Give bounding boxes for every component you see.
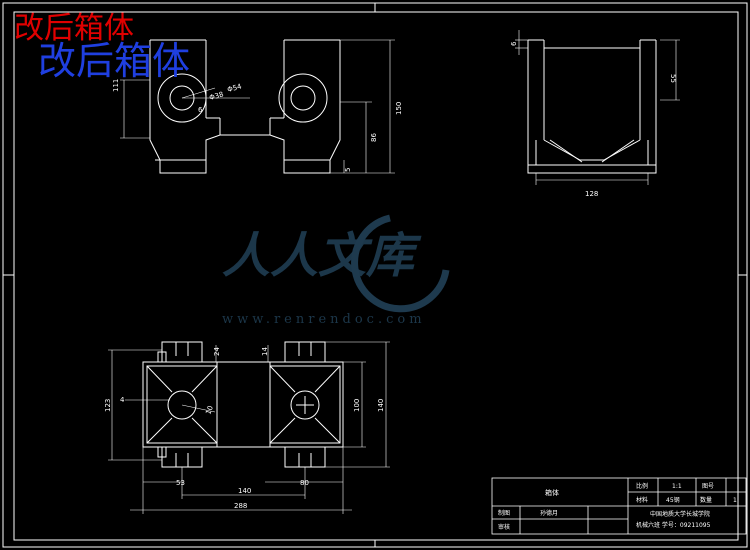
dim-side-6: 6 <box>510 41 518 46</box>
side-view <box>527 39 657 174</box>
dim-front-phi54: Φ54 <box>226 82 243 94</box>
dim-plan-140v: 140 <box>377 399 385 412</box>
dim-front-150: 150 <box>395 102 403 115</box>
title-block-school: 中国地质大学长城学院 <box>650 510 710 518</box>
front-view-dim-lines <box>120 39 395 174</box>
dim-front-111: 111 <box>112 79 120 92</box>
plan-view-dim-lines <box>108 341 390 514</box>
watermark-url: www.renrendoc.com <box>222 312 426 327</box>
dim-plan-123: 123 <box>104 399 112 412</box>
title-block-scale-label: 比例 <box>636 482 648 490</box>
dim-side-128: 128 <box>585 190 598 198</box>
watermark-brand: 人人文库 <box>222 228 415 284</box>
dim-side-55: 55 <box>669 74 677 83</box>
dim-plan-80: 80 <box>300 479 309 487</box>
title-block <box>491 477 747 535</box>
title-block-part-name: 箱体 <box>545 488 559 497</box>
dim-plan-288: 288 <box>234 502 247 510</box>
title-block-quantity-label: 数量 <box>700 496 712 504</box>
title-block-drawing-no-label: 图号 <box>702 483 714 490</box>
dim-plan-4: 4 <box>120 396 125 404</box>
title-block-drawn-value: 孙德月 <box>540 509 558 517</box>
watermark-logo <box>351 214 450 313</box>
title-block-checked-label: 审核 <box>498 523 510 531</box>
dim-front-6: 6 <box>198 106 203 114</box>
title-block-scale-value: 1:1 <box>672 483 682 490</box>
dim-plan-10: 10 <box>204 405 215 416</box>
dim-plan-53: 53 <box>176 479 185 487</box>
title-block-class-info: 机械六班 学号：09211095 <box>636 521 711 529</box>
title-block-material-value: 45钢 <box>666 496 680 504</box>
dim-plan-14: 14 <box>261 347 269 356</box>
title-block-drawn-label: 制图 <box>498 509 510 517</box>
dim-front-86: 86 <box>370 133 378 142</box>
title-block-material-label: 材料 <box>636 496 648 504</box>
title-red: 改后箱体 <box>14 11 134 46</box>
dim-front-phi38: Φ38 <box>208 90 224 101</box>
dim-plan-24: 24 <box>213 347 221 356</box>
dim-plan-100: 100 <box>353 399 361 412</box>
dim-front-5: 5 <box>344 168 352 172</box>
plan-view <box>142 341 344 468</box>
title-block-quantity-value: 1 <box>733 497 737 504</box>
dim-plan-140: 140 <box>238 487 251 495</box>
title-blue: 改后箱体 <box>38 39 191 83</box>
side-view-dim-lines <box>515 30 680 185</box>
